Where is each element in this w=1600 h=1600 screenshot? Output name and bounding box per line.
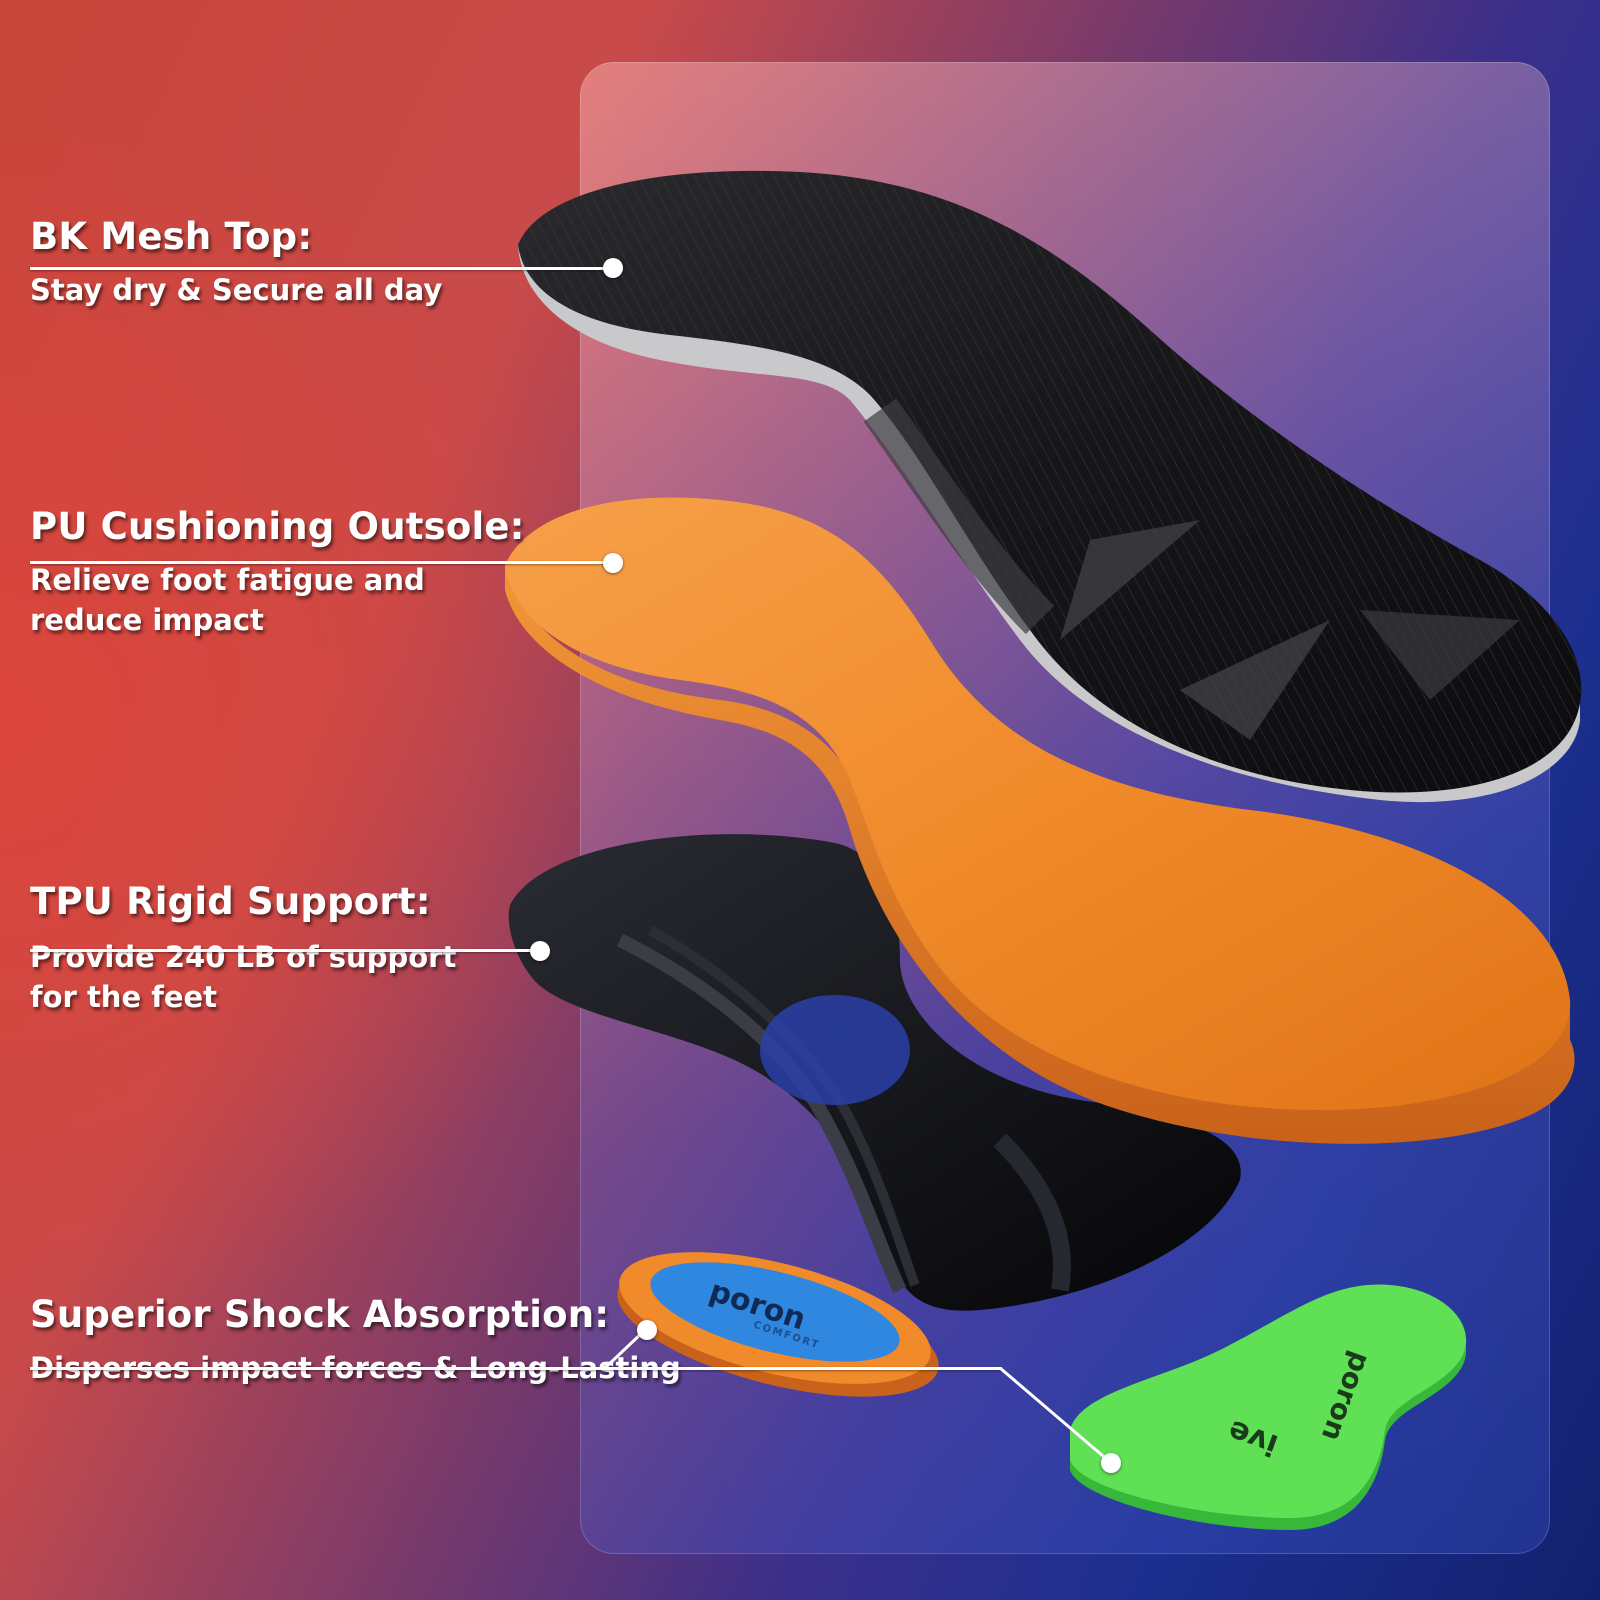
callout-description: Provide 240 LB of support for the feet xyxy=(30,940,457,1014)
callout-tpu-support: TPU Rigid Support: Provide 240 LB of sup… xyxy=(30,880,456,1017)
callout-dot xyxy=(1101,1453,1121,1473)
callout-dot xyxy=(637,1320,657,1340)
poron-heel-pad xyxy=(617,1252,939,1397)
callout-title: TPU Rigid Support: xyxy=(30,880,431,923)
callout-mesh-top: BK Mesh Top: Stay dry & Secure all day xyxy=(30,215,442,310)
callout-title: PU Cushioning Outsole: xyxy=(30,505,525,548)
callout-line xyxy=(30,1367,1002,1370)
poron-forefoot-pad xyxy=(1070,1284,1467,1530)
callout-shock-absorption: Superior Shock Absorption: Disperses imp… xyxy=(30,1293,681,1388)
mesh-top-layer xyxy=(518,170,1582,803)
callout-line xyxy=(30,949,540,952)
callout-dot xyxy=(603,258,623,278)
callout-pu-cushioning: PU Cushioning Outsole: Relieve foot fati… xyxy=(30,505,525,640)
callout-dot xyxy=(603,553,623,573)
tpu-support-shell xyxy=(508,834,1241,1311)
callout-line xyxy=(30,561,612,564)
callout-line xyxy=(30,267,612,270)
callout-dot xyxy=(530,941,550,961)
callout-title: Superior Shock Absorption: xyxy=(30,1293,610,1336)
pu-cushioning-layer xyxy=(505,497,1575,1144)
callout-description: Relieve foot fatigue and reduce impact xyxy=(30,563,425,637)
callout-title: BK Mesh Top: xyxy=(30,215,313,258)
callout-description: Stay dry & Secure all day xyxy=(30,273,443,307)
